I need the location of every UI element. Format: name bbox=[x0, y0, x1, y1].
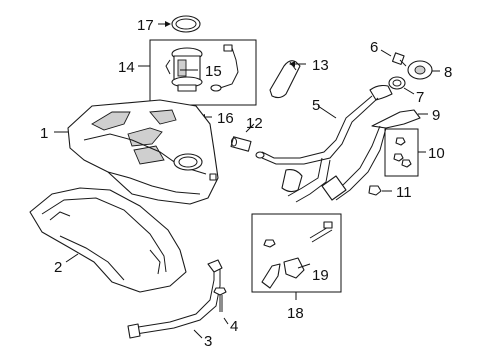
callout-13: 13 bbox=[312, 57, 329, 74]
filler-cap-part bbox=[407, 60, 433, 80]
callout-18: 18 bbox=[287, 305, 304, 322]
callout-3: 3 bbox=[204, 333, 212, 350]
heat-shield-icon bbox=[29, 187, 187, 293]
leader-5 bbox=[317, 105, 337, 119]
callout-17: 17 bbox=[137, 17, 154, 34]
callout-10: 10 bbox=[428, 145, 445, 162]
callout-15: 15 bbox=[205, 63, 222, 80]
callout-14: 14 bbox=[118, 59, 135, 76]
callout-19: 19 bbox=[312, 267, 329, 284]
callout-2: 2 bbox=[54, 259, 62, 276]
leader-12 bbox=[245, 123, 255, 133]
strap-bolt-part bbox=[213, 287, 227, 312]
leader-6 bbox=[380, 49, 392, 57]
callout-16: 16 bbox=[217, 110, 234, 127]
leader-3 bbox=[193, 329, 203, 339]
callout-6: 6 bbox=[370, 39, 378, 56]
fuel-level-sender-part bbox=[210, 44, 239, 92]
callout-9: 9 bbox=[432, 107, 440, 124]
o-ring-part bbox=[388, 76, 406, 90]
callout-4: 4 bbox=[230, 318, 238, 335]
bolt-11-part bbox=[368, 185, 382, 196]
arrow-13 bbox=[289, 61, 295, 67]
callout-5: 5 bbox=[312, 97, 320, 114]
leader-4 bbox=[223, 317, 229, 325]
connector-part bbox=[230, 136, 252, 152]
leader-2 bbox=[65, 253, 79, 263]
pump-module-box bbox=[149, 39, 257, 106]
vent-pipe-part bbox=[321, 109, 421, 201]
callout-7: 7 bbox=[416, 89, 424, 106]
bracket-kit-part bbox=[261, 221, 333, 289]
bolt-set-part bbox=[393, 137, 412, 168]
fuel-pump-icon bbox=[165, 47, 203, 92]
leader-7 bbox=[403, 87, 415, 95]
bolt-set-box bbox=[384, 128, 419, 177]
strap-icon bbox=[127, 259, 223, 339]
bolt-6-part bbox=[391, 52, 407, 67]
lock-ring-part bbox=[171, 15, 201, 33]
callout-8: 8 bbox=[444, 64, 452, 81]
callout-1: 1 bbox=[40, 125, 48, 142]
filler-pipe-icon bbox=[255, 84, 393, 203]
fuel-tank-icon bbox=[67, 99, 219, 205]
leader-19 bbox=[297, 263, 311, 269]
arrow-17 bbox=[165, 21, 171, 27]
filler-hose-part bbox=[269, 60, 301, 99]
callout-11: 11 bbox=[396, 184, 412, 201]
callout-12: 12 bbox=[246, 115, 263, 132]
